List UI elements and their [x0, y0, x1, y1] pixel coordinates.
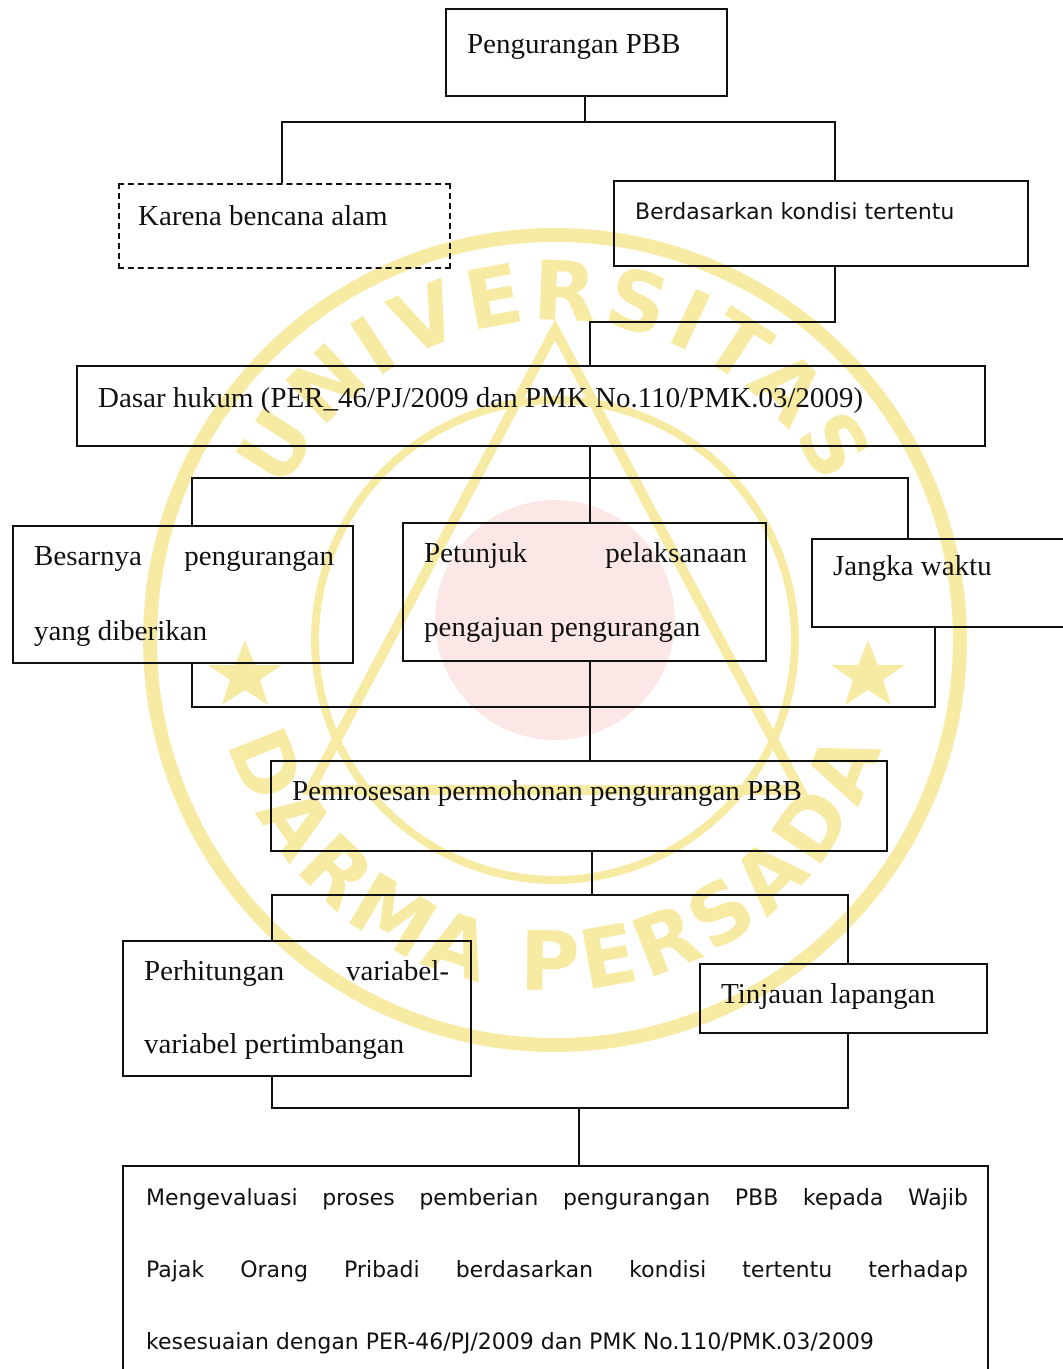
evaluation-line-1-word-6: kepada	[802, 1186, 884, 1211]
connector-root-split	[281, 121, 836, 183]
evaluation-line-2-word-6: tertentu	[742, 1258, 833, 1283]
calculation-line-1: Perhitungan variabel-	[144, 955, 449, 988]
watermark-stars	[208, 640, 905, 705]
connector-processing-split	[271, 894, 849, 963]
evaluation-line-1-word-3: pemberian	[419, 1186, 539, 1211]
evaluation-line-2: Pajak Orang Pribadi berdasarkan kondisi …	[146, 1258, 968, 1283]
field-review-label: Tinjauan lapangan	[721, 978, 935, 1010]
evaluation-line-1-word-4: pengurangan	[562, 1186, 711, 1211]
legal-basis-label: Dasar hukum (PER_46/PJ/2009 dan PMK No.1…	[98, 382, 864, 414]
processing-label: Pemrosesan permohonan pengurangan PBB	[292, 775, 802, 807]
evaluation-line-3: kesesuaian dengan PER-46/PJ/2009 dan PMK…	[146, 1330, 874, 1355]
evaluation-line-2-word-5: kondisi	[629, 1258, 707, 1283]
certain-condition-box: Berdasarkan kondisi tertentu	[613, 180, 1029, 267]
evaluation-line-2-word-1: Pajak	[146, 1258, 205, 1283]
calculation-word-1: Perhitungan	[144, 955, 285, 987]
evaluation-line-1-word-7: Wajib	[907, 1186, 968, 1211]
connector-legal-split	[191, 477, 909, 538]
watermark-center-disc	[435, 500, 675, 740]
connector-condition-to-legal	[589, 267, 836, 365]
period-label: Jangka waktu	[833, 550, 992, 582]
evaluation-line-1-word-5: PBB	[734, 1186, 779, 1211]
calculation-line-2: variabel pertimbangan	[144, 1028, 405, 1060]
guideline-box: Petunjuk pelaksanaan pengajuan pengurang…	[402, 522, 767, 662]
processing-box: Pemrosesan permohonan pengurangan PBB	[270, 760, 888, 852]
natural-disaster-label: Karena bencana alam	[138, 200, 388, 232]
evaluation-line-2-word-7: terhadap	[868, 1258, 968, 1283]
evaluation-line-1-word-2: proses	[322, 1186, 395, 1211]
watermark-emblem	[143, 228, 967, 1052]
root-node-box: Pengurangan PBB	[445, 8, 728, 97]
connector-join-two	[271, 1034, 849, 1109]
guideline-line-2: pengajuan pengurangan	[424, 611, 701, 643]
amount-word-1: Besarnya	[34, 540, 142, 572]
guideline-word-2: pelaksanaan	[605, 537, 747, 569]
evaluation-box: Mengevaluasi proses pemberian penguranga…	[122, 1165, 989, 1369]
amount-box: Besarnya pengurangan yang diberikan	[12, 525, 354, 664]
amount-line-2: yang diberikan	[34, 615, 208, 647]
certain-condition-label: Berdasarkan kondisi tertentu	[635, 200, 955, 225]
period-box: Jangka waktu	[811, 538, 1063, 628]
evaluation-line-2-word-4: berdasarkan	[455, 1258, 594, 1283]
root-node-label: Pengurangan PBB	[467, 28, 681, 60]
evaluation-line-1: Mengevaluasi proses pemberian penguranga…	[146, 1186, 968, 1211]
connector-join-three	[191, 628, 936, 708]
legal-basis-box: Dasar hukum (PER_46/PJ/2009 dan PMK No.1…	[76, 365, 986, 447]
guideline-line-1: Petunjuk pelaksanaan	[424, 537, 747, 570]
evaluation-line-2-word-2: Orang	[240, 1258, 308, 1283]
natural-disaster-box: Karena bencana alam	[118, 183, 451, 269]
evaluation-line-1-word-1: Mengevaluasi	[146, 1186, 298, 1211]
guideline-word-1: Petunjuk	[424, 537, 528, 569]
field-review-box: Tinjauan lapangan	[699, 963, 988, 1034]
amount-word-2: pengurangan	[184, 540, 334, 572]
calculation-word-2: variabel-	[345, 955, 449, 987]
calculation-box: Perhitungan variabel- variabel pertimban…	[122, 940, 472, 1077]
amount-line-1: Besarnya pengurangan	[34, 540, 334, 573]
evaluation-line-2-word-3: Pribadi	[344, 1258, 420, 1283]
